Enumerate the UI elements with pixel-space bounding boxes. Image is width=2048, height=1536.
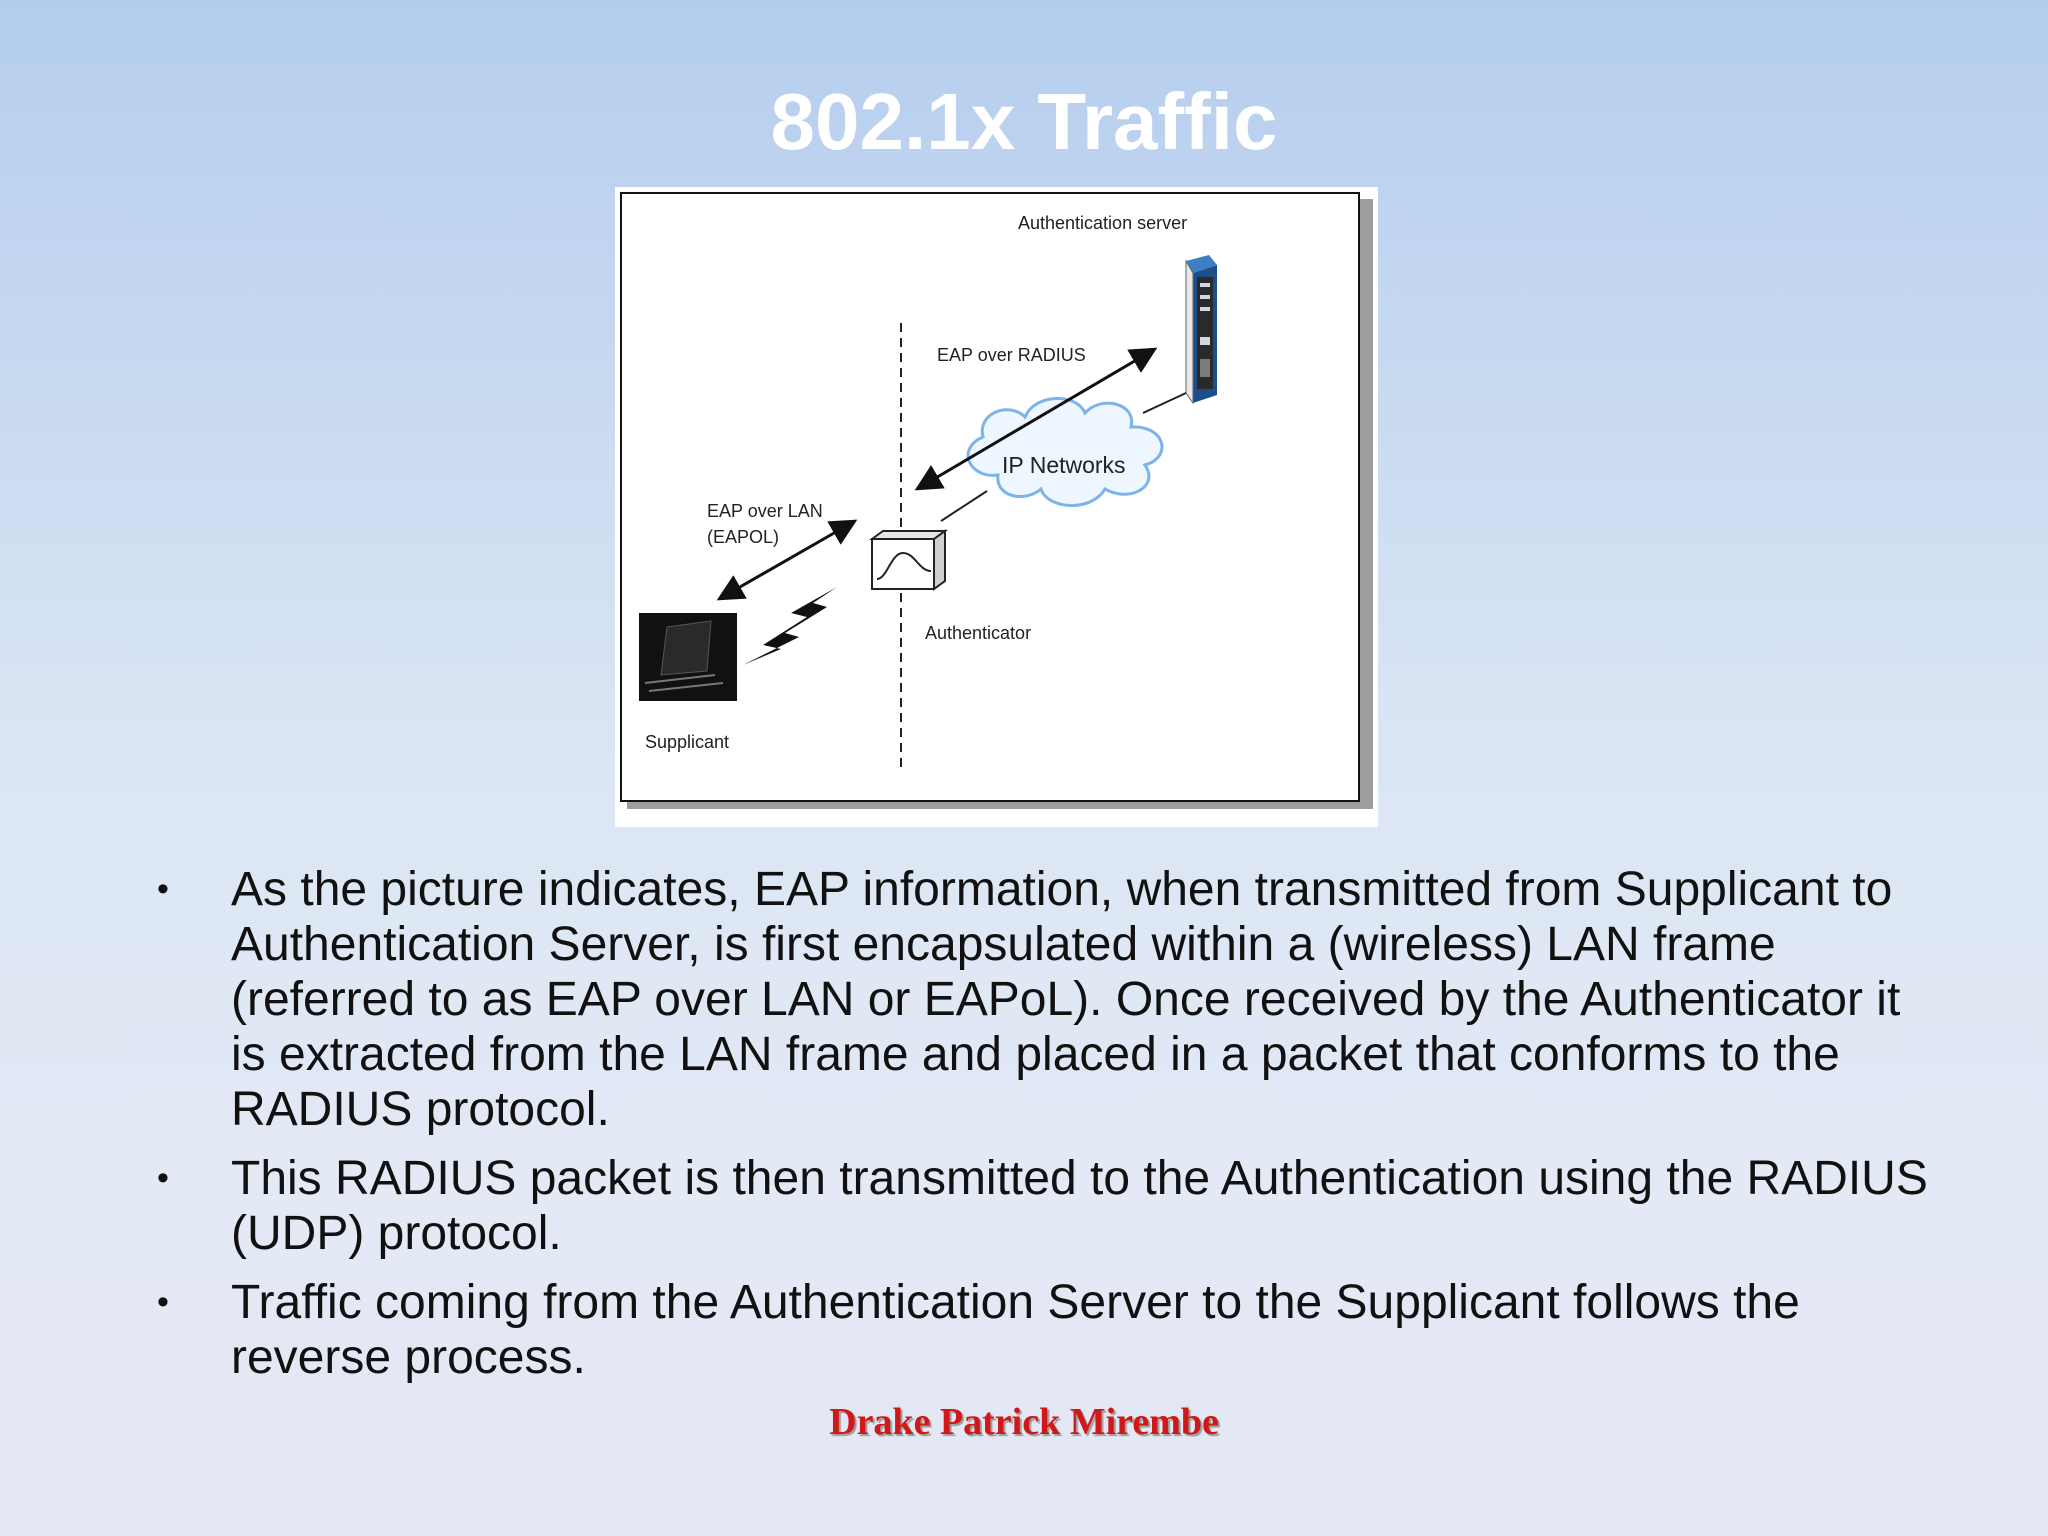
lightning-icon bbox=[743, 587, 837, 665]
bullet-marker: • bbox=[157, 870, 169, 908]
diagram-canvas: IP Networks bbox=[620, 192, 1373, 809]
server-icon bbox=[1142, 255, 1217, 414]
bullet-item: • As the picture indicates, EAP informat… bbox=[150, 862, 1930, 1137]
bullet-marker: • bbox=[157, 1159, 169, 1197]
eap-over-radius-label: EAP over RADIUS bbox=[937, 345, 1086, 365]
slide-title: 802.1x Traffic bbox=[770, 77, 1278, 166]
bullet-item: • This RADIUS packet is then transmitted… bbox=[150, 1151, 1930, 1261]
supplicant-label: Supplicant bbox=[645, 732, 729, 752]
authenticator-label: Authenticator bbox=[925, 623, 1031, 643]
auth-server-label: Authentication server bbox=[1018, 213, 1187, 233]
eap-over-radius-arrow bbox=[914, 347, 1158, 491]
eapol-label: (EAPOL) bbox=[707, 527, 779, 547]
author-credit: Drake Patrick Mirembe bbox=[829, 1401, 1219, 1443]
eapol-arrow bbox=[716, 519, 858, 601]
network-link bbox=[940, 490, 988, 522]
ip-networks-label: IP Networks bbox=[1002, 452, 1126, 478]
bullet-text: This RADIUS packet is then transmitted t… bbox=[231, 1152, 1928, 1260]
diagram-border bbox=[620, 192, 1360, 802]
bullet-marker: • bbox=[157, 1283, 169, 1321]
bullet-text: Traffic coming from the Authentication S… bbox=[231, 1276, 1800, 1384]
access-point-icon bbox=[868, 529, 949, 591]
bullet-item: • Traffic coming from the Authentication… bbox=[150, 1275, 1930, 1385]
bullet-text: As the picture indicates, EAP informatio… bbox=[231, 863, 1901, 1136]
eap-over-lan-label: EAP over LAN bbox=[707, 501, 823, 521]
bullet-list: • As the picture indicates, EAP informat… bbox=[150, 862, 1930, 1399]
diagram-figure: IP Networks bbox=[615, 187, 1378, 827]
laptop-icon bbox=[639, 613, 737, 701]
